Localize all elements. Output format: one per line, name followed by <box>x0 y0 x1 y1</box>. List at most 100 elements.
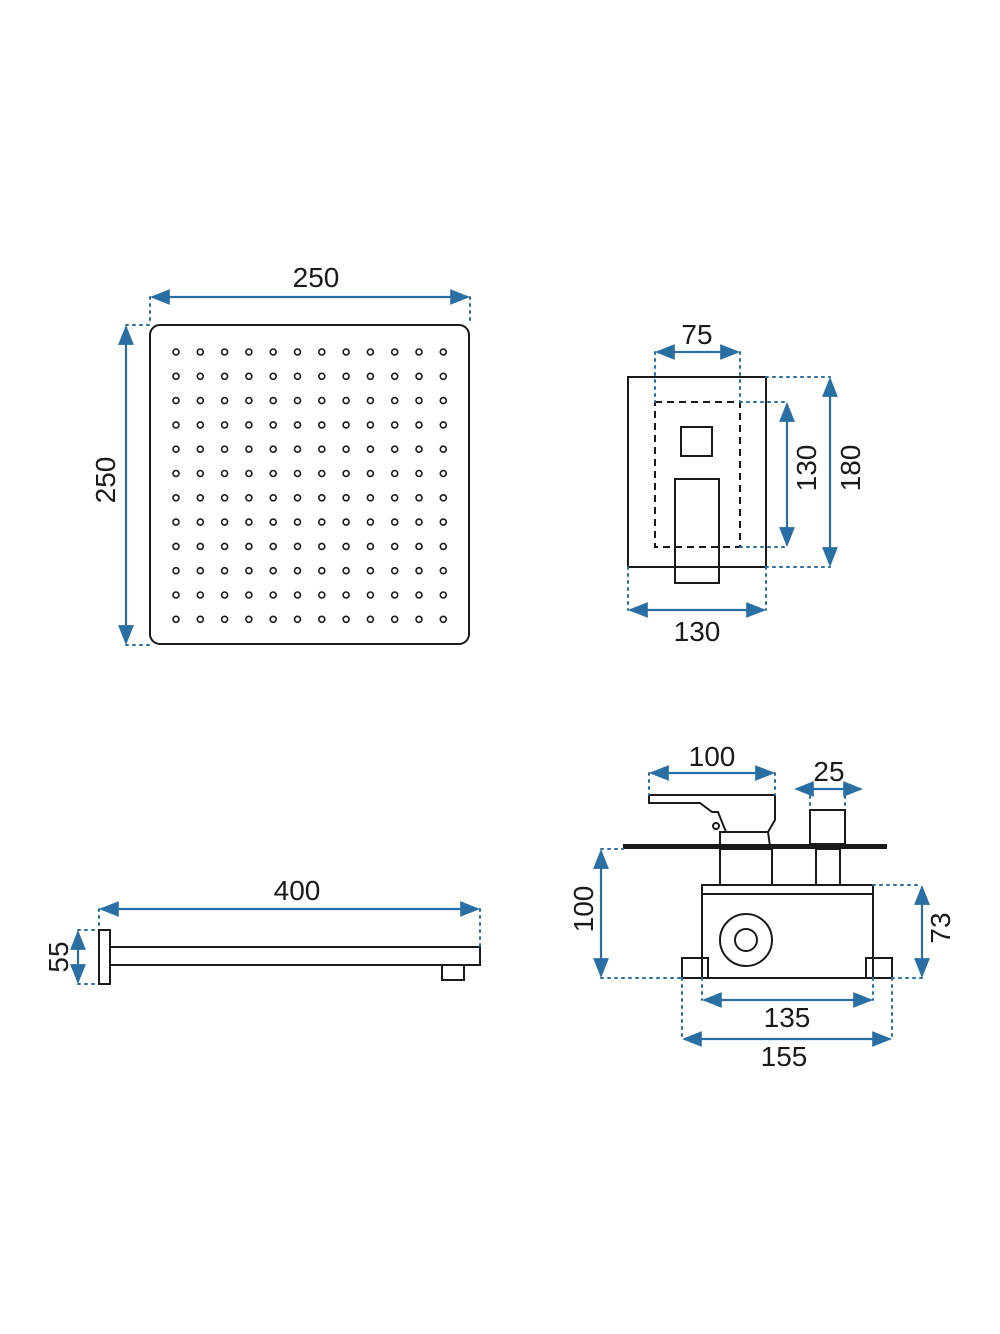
right-foot <box>865 957 893 979</box>
lever-pivot <box>712 822 720 830</box>
nozzle <box>245 421 253 429</box>
nozzle <box>172 518 180 526</box>
mixer-cover-plate <box>627 376 767 568</box>
nozzle-grid <box>172 348 448 624</box>
nozzle <box>293 445 302 454</box>
nozzle <box>293 469 302 478</box>
wall-plate <box>623 844 887 849</box>
body-height-extension <box>872 884 923 979</box>
nozzle <box>390 493 399 502</box>
nozzle <box>293 493 302 502</box>
main-stem <box>719 848 773 886</box>
nozzle <box>196 566 205 575</box>
nozzle <box>390 348 399 356</box>
nozzle <box>293 615 302 624</box>
nozzle <box>220 542 229 551</box>
nozzle <box>342 445 350 454</box>
nozzle <box>172 469 180 478</box>
nozzle <box>172 396 180 405</box>
nozzle <box>172 421 180 429</box>
diverter-knob <box>680 426 713 457</box>
nozzle <box>245 566 253 575</box>
nozzle <box>172 615 180 624</box>
nozzle <box>366 469 375 478</box>
nozzle <box>415 396 423 405</box>
nozzle <box>220 372 229 381</box>
nozzle <box>269 493 278 502</box>
nozzle <box>342 615 350 624</box>
nozzle <box>220 445 229 454</box>
nozzle <box>317 566 326 575</box>
nozzle <box>317 372 326 381</box>
nozzle <box>245 493 253 502</box>
nozzle <box>293 348 302 356</box>
nozzle <box>439 566 448 575</box>
mixer-body <box>701 893 874 979</box>
nozzle <box>366 445 375 454</box>
nozzle <box>245 518 253 526</box>
nozzle <box>196 445 205 454</box>
mixer-inner-height-extension <box>739 401 788 548</box>
side-lever-neck <box>719 831 772 847</box>
nozzle <box>366 421 375 429</box>
shower-head-height-label: 250 <box>90 457 121 504</box>
side-lever-handle <box>648 794 776 833</box>
nozzle <box>390 542 399 551</box>
nozzle <box>415 615 423 624</box>
mixer-side-view: 100 25 100 73 135 155 <box>568 741 956 1072</box>
nozzle <box>245 615 253 624</box>
nozzle <box>366 372 375 381</box>
nozzle <box>220 493 229 502</box>
mixer-hidden-body <box>654 401 741 548</box>
nozzle <box>317 542 326 551</box>
nozzle <box>293 591 302 599</box>
nozzle <box>342 542 350 551</box>
nozzle <box>439 542 448 551</box>
nozzle <box>196 396 205 405</box>
mixer-front-view: 75 130 130 180 <box>627 319 866 647</box>
nozzle <box>196 493 205 502</box>
body-top-flange <box>701 884 874 895</box>
arm-connector <box>441 964 465 981</box>
nozzle <box>196 421 205 429</box>
nozzle <box>415 542 423 551</box>
nozzle <box>220 396 229 405</box>
nozzle <box>220 518 229 526</box>
nozzle <box>366 542 375 551</box>
nozzle <box>269 518 278 526</box>
nozzle <box>293 542 302 551</box>
nozzle <box>245 396 253 405</box>
nozzle <box>366 615 375 624</box>
nozzle <box>366 493 375 502</box>
nozzle <box>196 518 205 526</box>
nozzle <box>342 493 350 502</box>
nozzle <box>269 421 278 429</box>
nozzle <box>220 469 229 478</box>
nozzle <box>342 469 350 478</box>
nozzle <box>196 348 205 356</box>
nozzle <box>439 493 448 502</box>
shower-head-width-label: 250 <box>293 262 340 293</box>
nozzle <box>172 372 180 381</box>
nozzle <box>245 542 253 551</box>
nozzle <box>342 566 350 575</box>
nozzle <box>172 348 180 356</box>
nozzle <box>269 396 278 405</box>
nozzle <box>317 493 326 502</box>
nozzle <box>293 396 302 405</box>
body-width-extension <box>701 977 874 1001</box>
nozzle <box>245 372 253 381</box>
nozzle <box>415 566 423 575</box>
overall-width-extension <box>681 977 893 1040</box>
nozzle <box>172 445 180 454</box>
arm-tube <box>109 946 481 966</box>
nozzle <box>415 372 423 381</box>
nozzle <box>317 396 326 405</box>
mixer-inner-width-label: 75 <box>681 319 712 350</box>
nozzle <box>415 445 423 454</box>
nozzle <box>390 469 399 478</box>
nozzle <box>269 615 278 624</box>
arm-height-extension <box>77 929 100 985</box>
nozzle <box>390 445 399 454</box>
nozzle <box>439 421 448 429</box>
